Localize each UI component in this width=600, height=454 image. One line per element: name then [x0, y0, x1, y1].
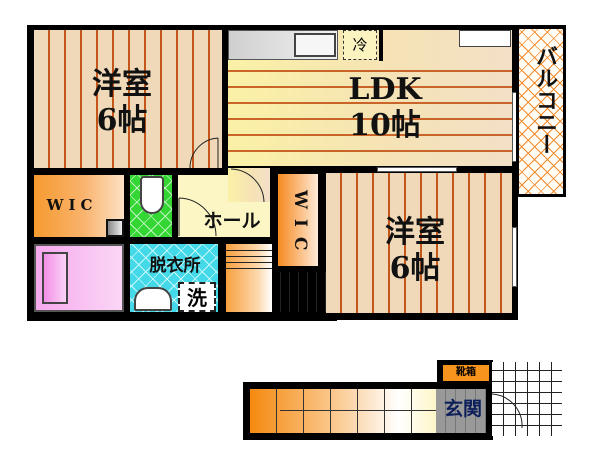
stairs-midline [280, 410, 436, 411]
room2-window-top [377, 167, 457, 172]
hall-label: ホール [203, 210, 261, 232]
sink [294, 33, 336, 57]
bathtub-inner [42, 252, 68, 304]
door-swing-toilet [178, 197, 217, 237]
door-swing-room1 [189, 137, 219, 169]
stair-steps-top [226, 246, 272, 274]
balcony-label: バルコニー [532, 45, 557, 155]
wic-1-shelf [106, 219, 124, 237]
entrance-label: 玄関 [443, 398, 482, 420]
balcony [519, 29, 563, 194]
shoe-box: 靴箱 [443, 365, 489, 381]
wic-1-label: WIC [46, 196, 98, 214]
lower-stairs [250, 389, 436, 433]
western-room-1-label: 洋室 6帖 [92, 67, 152, 138]
entry-door-swing [491, 393, 523, 429]
stair-steps-bottom [272, 272, 326, 312]
western-room-2 [326, 173, 512, 313]
wic-2 [278, 174, 318, 266]
entrance-floor [436, 389, 486, 433]
dressing-room-label: 脱衣所 [149, 256, 201, 276]
wic-2-label: W I C [290, 190, 310, 253]
entry-porch [492, 362, 562, 436]
door-swing-ldk [230, 168, 265, 203]
washbasin [134, 287, 172, 311]
air-conditioner [459, 30, 511, 47]
room2-window-east [512, 227, 517, 287]
refrigerator: 冷 [343, 30, 377, 60]
toilet-bowl [140, 176, 164, 214]
western-room-2-label: 洋室 6帖 [385, 215, 445, 286]
western-room-1 [34, 30, 222, 168]
ldk-floor-lines [228, 60, 512, 166]
ldk-label: LDK 10帖 [348, 72, 422, 143]
washer: 洗 [178, 282, 216, 312]
kitchen-partition [379, 28, 383, 61]
